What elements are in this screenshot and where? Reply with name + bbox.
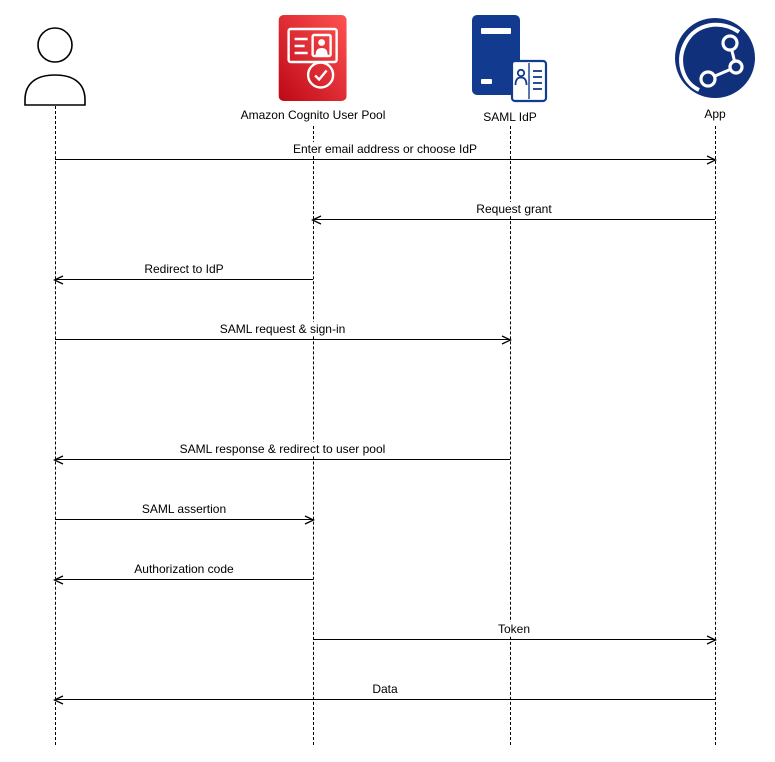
- lifeline-app: [715, 126, 716, 745]
- message-line: [313, 639, 715, 640]
- actor-saml-idp: SAML IdP: [470, 15, 550, 124]
- arrowhead-icon: [501, 334, 512, 345]
- actor-app: App: [673, 16, 757, 121]
- message-line: [55, 279, 313, 280]
- message-line: [55, 159, 715, 160]
- actor-cognito: Amazon Cognito User Pool: [240, 15, 386, 122]
- cognito-icon: [279, 15, 347, 101]
- arrowhead-icon: [311, 214, 322, 225]
- lifeline-cognito: [313, 126, 314, 745]
- arrowhead-icon: [706, 634, 717, 645]
- arrowhead-icon: [706, 154, 717, 165]
- arrowhead-icon: [53, 694, 64, 705]
- arrowhead-icon: [304, 514, 315, 525]
- app-icon: [675, 18, 755, 98]
- message-line: [313, 219, 715, 220]
- lifeline-saml: [510, 126, 511, 745]
- arrowhead-icon: [53, 574, 64, 585]
- message-label: Data: [369, 682, 401, 696]
- message-line: [55, 459, 510, 460]
- actor-label-cognito: Amazon Cognito User Pool: [240, 108, 386, 122]
- message-label: SAML assertion: [138, 502, 230, 516]
- actor-label-saml-idp: SAML IdP: [483, 110, 537, 124]
- message-line: [55, 579, 313, 580]
- message-label: SAML response & redirect to user pool: [176, 442, 389, 456]
- lifeline-user: [55, 106, 56, 745]
- message-line: [55, 699, 715, 700]
- message-label: Authorization code: [131, 562, 237, 576]
- message-line: [55, 519, 313, 520]
- message-label: Enter email address or choose IdP: [289, 142, 481, 156]
- arrowhead-icon: [53, 274, 64, 285]
- arrowhead-icon: [53, 454, 64, 465]
- message-line: [55, 339, 510, 340]
- message-label: Redirect to IdP: [141, 262, 227, 276]
- actor-user: [19, 26, 91, 106]
- actor-label-app: App: [704, 107, 726, 121]
- user-icon: [24, 27, 86, 106]
- saml-idp-icon: [472, 15, 548, 103]
- message-label: SAML request & sign-in: [216, 322, 349, 336]
- message-label: Request grant: [473, 202, 555, 216]
- message-label: Token: [494, 622, 534, 636]
